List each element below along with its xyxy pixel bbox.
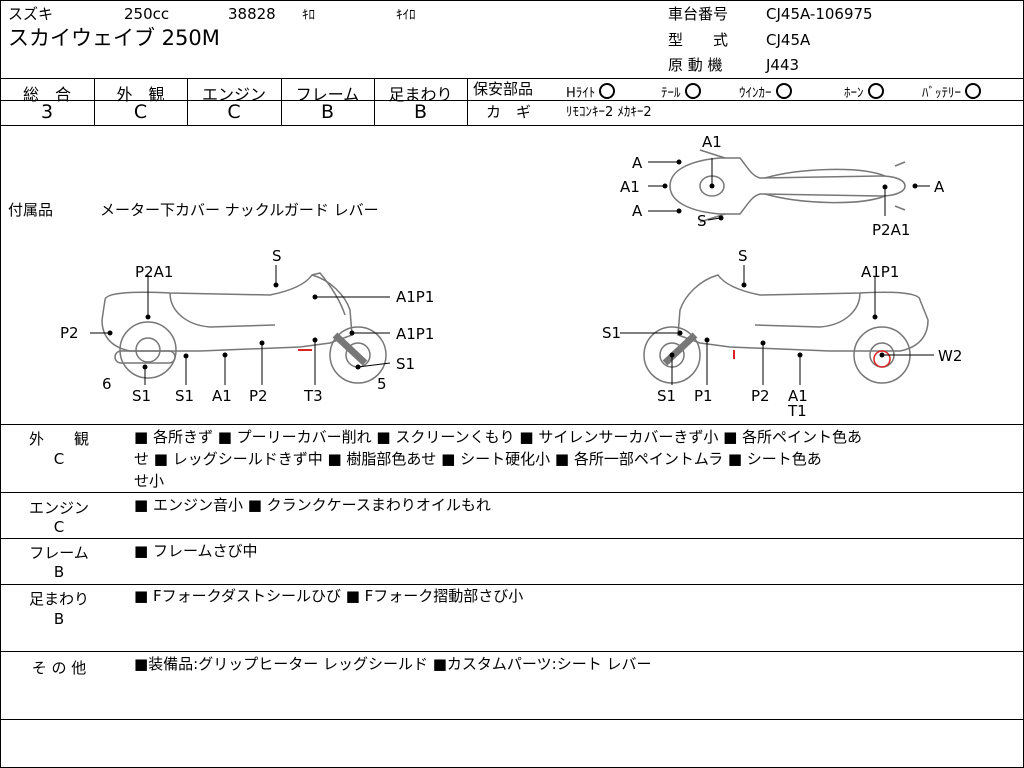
divider-line xyxy=(187,78,188,125)
right-label-p1: P1 xyxy=(694,387,713,405)
safety-item-tail: ﾃｰﾙ xyxy=(661,83,701,100)
section-suspension-label: 足まわり xyxy=(28,590,89,608)
top-label-a1-front: A1 xyxy=(702,133,722,151)
left-label-s1-b: S1 xyxy=(175,387,195,405)
left-label-s1-right: S1 xyxy=(396,355,416,373)
left-label-a1: A1 xyxy=(212,387,232,405)
divider-line xyxy=(94,78,95,125)
divider-line xyxy=(0,492,1024,493)
left-label-p2: P2 xyxy=(60,324,79,342)
top-label-s: S xyxy=(697,212,707,230)
key-value: ﾘﾓｺﾝｷｰ2 ﾒｶｷｰ2 xyxy=(566,105,652,120)
left-label-a1p1-lower: A1P1 xyxy=(396,325,435,343)
scooter-right-view-diagram xyxy=(620,265,934,385)
divider-line xyxy=(468,100,1024,101)
left-label-p2-bottom: P2 xyxy=(249,387,268,405)
frame-number-value: CJ45A-106975 xyxy=(766,5,873,23)
safety-item-horn: ﾎｰﾝ xyxy=(844,83,884,100)
section-suspension-grade: B xyxy=(53,610,65,628)
divider-line xyxy=(0,584,1024,585)
top-label-a1-left: A1 xyxy=(620,178,640,196)
divider-line xyxy=(0,125,1024,126)
ok-circle-icon xyxy=(867,83,884,99)
grade-suspension-label: 足まわり xyxy=(388,85,453,104)
type-label: 型 式 xyxy=(668,31,729,49)
right-label-s: S xyxy=(738,247,748,265)
frame-number-label: 車台番号 xyxy=(668,5,729,23)
divider-line xyxy=(467,78,468,125)
left-label-tire-rear: 5 xyxy=(377,375,387,393)
right-label-t1: T1 xyxy=(788,402,807,420)
model-name: スカイウェイブ 250M xyxy=(8,26,220,50)
section-other-notes: ■装備品:グリップヒーター レッグシールド ■カスタムパーツ:シート レバー xyxy=(134,655,652,673)
grade-overall-label: 総 合 xyxy=(22,85,71,104)
mileage-value: 38828 xyxy=(228,5,276,23)
engine-model-value: J443 xyxy=(766,56,800,74)
section-engine-notes: ■ エンジン音小 ■ クランクケースまわりオイルもれ xyxy=(134,496,491,514)
ok-circle-icon xyxy=(965,83,981,99)
left-label-tire-front: 6 xyxy=(102,375,112,393)
section-exterior-label: 外 観 xyxy=(28,430,89,448)
divider-line xyxy=(281,78,282,125)
damage-mark xyxy=(873,350,891,368)
left-label-a1p1-upper: A1P1 xyxy=(396,288,435,306)
engine-model-label: 原 動 機 xyxy=(668,56,723,74)
divider-line xyxy=(374,78,375,125)
section-exterior-grade: C xyxy=(53,450,65,468)
accessories-value: メーター下カバー ナックルガード レバー xyxy=(100,201,379,219)
left-label-s: S xyxy=(272,247,282,265)
safety-parts-label: 保安部品 xyxy=(473,80,534,98)
safety-item-headlight: Hﾗｲﾄ xyxy=(566,83,616,100)
right-label-a1: A1 xyxy=(788,387,808,405)
grade-exterior-value: C xyxy=(133,101,148,123)
right-label-s1-bottom: S1 xyxy=(657,387,677,405)
divider-line xyxy=(0,719,1024,720)
divider-line xyxy=(0,100,468,101)
section-frame-notes: ■ フレームさび中 xyxy=(134,542,258,560)
displacement: 250cc xyxy=(124,5,170,23)
ok-circle-icon xyxy=(775,83,792,99)
ok-circle-icon xyxy=(599,83,616,99)
grade-overall-value: 3 xyxy=(40,101,54,123)
safety-item-winker: ｳｲﾝｶｰ xyxy=(739,83,792,100)
grade-engine-label: エンジン xyxy=(201,85,266,104)
right-label-w2: W2 xyxy=(938,347,963,365)
key-label: カ ギ xyxy=(486,103,532,121)
top-label-p2a1: P2A1 xyxy=(872,221,911,239)
divider-line xyxy=(0,424,1024,425)
grade-suspension-value: B xyxy=(413,101,428,123)
maker: スズキ xyxy=(8,5,54,23)
left-label-p2a1: P2A1 xyxy=(135,263,174,281)
section-exterior-notes: ■ 各所きず ■ プーリーカバー削れ ■ スクリーンくもり ■ サイレンサーカバ… xyxy=(134,428,863,490)
section-other-label: そ の 他 xyxy=(31,659,87,677)
right-label-s1: S1 xyxy=(602,324,622,342)
top-label-a-upper: A xyxy=(632,154,643,172)
scooter-left-view-diagram xyxy=(90,265,391,385)
left-label-s1-a: S1 xyxy=(132,387,152,405)
section-frame-label: フレーム xyxy=(29,544,89,562)
ok-circle-icon xyxy=(684,83,701,99)
right-label-p2: P2 xyxy=(751,387,770,405)
right-label-a1p1: A1P1 xyxy=(861,263,900,281)
divider-line xyxy=(0,78,1024,79)
type-value: CJ45A xyxy=(766,31,811,49)
grade-frame-value: B xyxy=(320,101,335,123)
grade-frame-label: フレーム xyxy=(295,85,360,104)
grade-exterior-label: 外 観 xyxy=(116,85,165,104)
left-label-t3: T3 xyxy=(304,387,323,405)
scooter-top-view-diagram xyxy=(648,149,930,223)
grade-engine-value: C xyxy=(227,101,241,123)
safety-item-battery: ﾊﾞｯﾃﾘｰ xyxy=(922,83,981,100)
section-engine-label: エンジン xyxy=(28,499,89,517)
divider-line xyxy=(0,651,1024,652)
mileage-unit-2: ｷｲﾛ xyxy=(396,8,416,23)
section-engine-grade: C xyxy=(53,518,65,536)
divider-line xyxy=(0,538,1024,539)
section-frame-grade: B xyxy=(53,563,65,581)
top-label-a-lower: A xyxy=(632,202,643,220)
top-label-a-rear: A xyxy=(934,178,945,196)
mileage-unit: ｷﾛ xyxy=(302,8,315,23)
accessories-label: 付属品 xyxy=(8,201,54,219)
section-suspension-notes: ■ Fフォークダストシールひび ■ Fフォーク摺動部さび小 xyxy=(134,587,524,605)
